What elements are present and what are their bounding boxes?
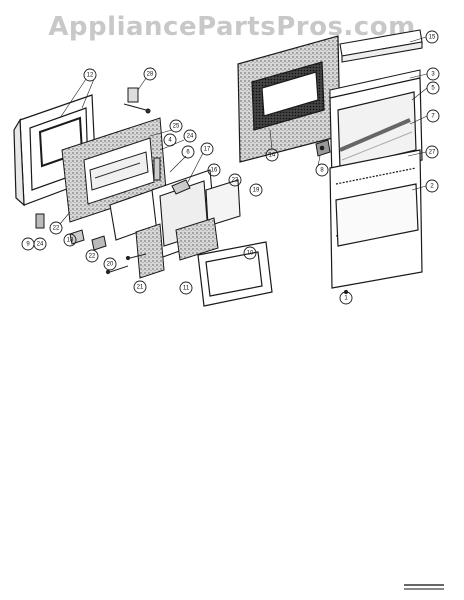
oven-back-rail	[339, 29, 423, 63]
callout-markers	[21, 30, 440, 305]
oven-top-panel	[237, 35, 341, 163]
callout-label: 12	[87, 73, 94, 79]
leader-lines	[59, 36, 428, 225]
callout-label: 4	[168, 138, 172, 144]
footer-fine-print	[404, 584, 444, 590]
callout-label: 25	[173, 124, 180, 130]
callout-label: 16	[211, 168, 218, 174]
callout-label: 9	[26, 242, 30, 248]
callout-labels: 12 28 25 4 24 6 17 22 24 18 16 23 19 9 2…	[26, 35, 436, 302]
door-clip	[35, 213, 107, 251]
callout-label: 7	[431, 114, 435, 120]
callout-label: 22	[53, 226, 60, 232]
watermark-text: AppliancePartsPros.com	[48, 12, 416, 42]
callout-label: 23	[232, 178, 239, 184]
callout-label: 20	[107, 262, 114, 268]
oven-body	[329, 149, 423, 289]
oven-latch	[315, 139, 331, 157]
callout-label: 8	[320, 168, 324, 174]
callout-label: 6	[186, 150, 190, 156]
callout-label: 24	[187, 134, 194, 140]
callout-label: 21	[137, 285, 144, 291]
callout-label: 24	[37, 242, 44, 248]
callout-label: 17	[204, 147, 211, 153]
callout-label: 28	[147, 72, 154, 78]
callout-label: 3	[431, 72, 435, 78]
callout-label: 10	[247, 251, 254, 257]
door-trim	[197, 241, 273, 307]
callout-label: 1	[344, 296, 348, 302]
door-handle-parts	[69, 157, 191, 245]
door-insulation	[135, 217, 219, 279]
callout-label: 27	[429, 150, 436, 156]
callout-label: 18	[67, 238, 74, 244]
callout-label: 5	[431, 86, 435, 92]
callout-label: 22	[89, 254, 96, 260]
callout-label: 15	[429, 35, 436, 41]
screws-left	[105, 253, 147, 275]
callout-label: 19	[253, 188, 260, 194]
callout-label: 11	[183, 286, 190, 292]
door-hinge	[123, 87, 151, 114]
callout-label: 2	[430, 184, 434, 190]
callout-label: 14	[269, 153, 276, 159]
